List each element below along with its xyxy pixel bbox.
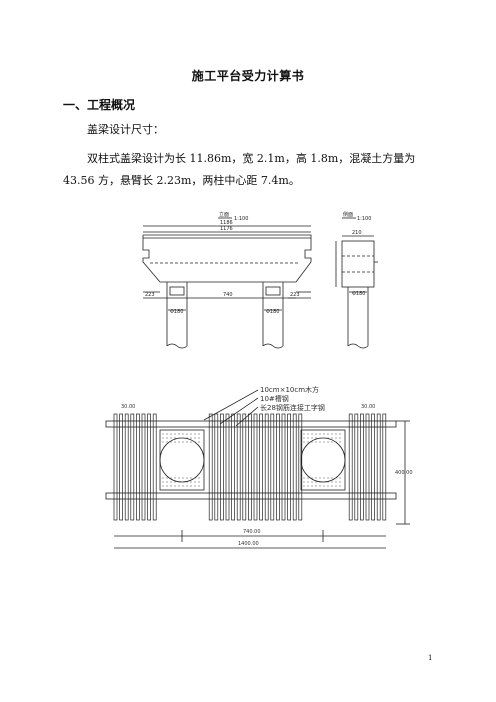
front-view-title: 立面	[219, 211, 229, 218]
dim-center: 740	[223, 292, 233, 298]
timber-plank	[382, 413, 387, 521]
timber-plank	[253, 413, 258, 521]
document-title: 施工平台受力计算书	[191, 69, 305, 83]
timber-plank	[119, 413, 123, 521]
timber-plank	[264, 413, 269, 521]
front-view-scale: 1:100	[234, 216, 248, 222]
col-right-label: Φ180	[266, 309, 279, 315]
timber-plank	[113, 413, 118, 521]
section-heading: 一、工程概况	[63, 98, 136, 112]
timber-plank	[236, 413, 241, 521]
timber-plank	[348, 413, 353, 521]
timber-plank	[270, 413, 275, 521]
timber-plank	[136, 413, 140, 521]
timber-plank	[365, 413, 370, 521]
dim-top-2: 1176	[220, 226, 233, 232]
dim-inner-label: 740.00	[243, 529, 261, 535]
timber-plank	[124, 413, 129, 521]
timber-plank	[259, 413, 263, 521]
timber-plank	[354, 413, 359, 521]
corner-right-label: 30.00	[361, 404, 375, 410]
timber-plank	[152, 413, 157, 521]
timber-plank	[214, 413, 219, 521]
page-number: 1	[428, 654, 433, 662]
timber-plank	[130, 413, 135, 521]
timber-plank	[242, 413, 247, 521]
dim-side-width: 210	[352, 230, 362, 236]
timber-plank	[147, 413, 151, 521]
timber-plank	[225, 413, 230, 521]
timber-plank	[248, 413, 252, 521]
col-left-label: Φ180	[170, 309, 183, 315]
legend-timber: 10cm×10cm木方	[260, 385, 319, 394]
legend-rebar: 长28钢筋连接工字钢	[260, 403, 325, 412]
timber-plank	[231, 413, 235, 521]
dim-height-label: 400.00	[395, 470, 413, 476]
dim-top-1: 1186	[220, 220, 233, 226]
timber-plank	[141, 413, 146, 521]
timber-plank	[292, 413, 297, 521]
dim-left-cantilever: 223	[145, 292, 155, 298]
timber-plank	[220, 413, 224, 521]
col-side-label: Φ180	[352, 291, 365, 297]
corner-left-label: 30.00	[121, 404, 135, 410]
side-view-title: 侧面	[343, 211, 353, 218]
paragraph-body: 双柱式盖梁设计为长 11.86m，宽 2.1m，高 1.8m，混凝土方量为 43…	[63, 152, 416, 187]
timber-plank	[287, 413, 291, 521]
timber-plank	[276, 413, 280, 521]
timber-plank	[360, 413, 364, 521]
dim-right-cantilever: 223	[290, 292, 300, 298]
timber-plank	[371, 413, 375, 521]
paragraph-label: 盖梁设计尺寸：	[87, 123, 164, 136]
dim-total-label: 1400.00	[238, 541, 259, 547]
side-view-scale: 1:100	[357, 216, 371, 222]
legend-channel: 10#槽钢	[260, 394, 289, 403]
timber-plank	[376, 413, 381, 521]
timber-plank	[281, 413, 286, 521]
timber-plank	[208, 413, 213, 521]
